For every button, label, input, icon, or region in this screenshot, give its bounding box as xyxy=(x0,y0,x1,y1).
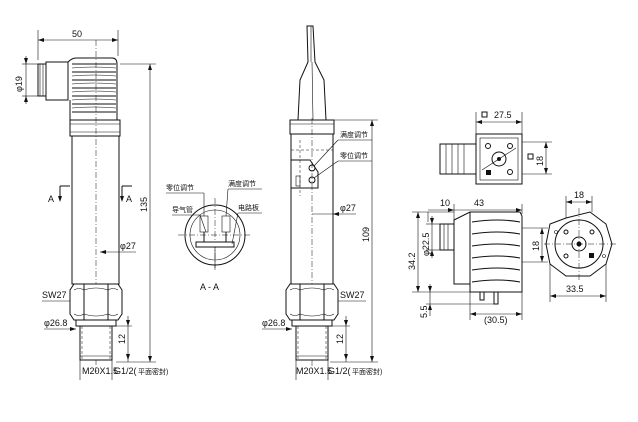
front-collar xyxy=(69,119,121,137)
section-title: A - A xyxy=(200,282,219,292)
front-thread-spec-label: M20X1.5 xyxy=(82,366,118,376)
front-thread-length-label: 12 xyxy=(117,334,127,344)
front-thread-spec: M20X1.5 G1/2( 平面密封) xyxy=(79,360,168,380)
connector-top-width-dimension: 27.5 xyxy=(475,110,523,134)
front-section-mark-left: A xyxy=(48,194,54,204)
front-shoulder-label: φ26.8 xyxy=(44,318,67,328)
front-body-dia-label: φ27 xyxy=(120,241,136,251)
side-shoulder-label: φ26.8 xyxy=(262,318,285,328)
side-view: 满度调节 零位调节 φ27 xyxy=(262,25,382,380)
side-zero-adjust-label: 零位调节 xyxy=(340,151,368,160)
front-body-dia-dimension: φ27 xyxy=(100,241,136,254)
connector-side-base-dimension: (30.5) xyxy=(469,292,523,325)
front-height-dimension: 135 xyxy=(116,63,156,363)
connector-side-dia-dimension: φ22.5 xyxy=(421,216,440,258)
front-pipe-thread-note: 平面密封) xyxy=(138,367,168,376)
front-shoulder-dimension: φ26.8 xyxy=(44,318,76,331)
connector-side-base-label: (30.5) xyxy=(484,315,508,325)
front-pipe-thread-label: G1/2( xyxy=(114,366,137,376)
side-pipe-thread-note: 平面密封) xyxy=(352,367,382,376)
connector-side-bottom-label: 5.5 xyxy=(419,305,429,318)
front-section-marks: A A xyxy=(48,185,132,204)
side-thread-spec-label: M20X1.5 xyxy=(296,366,332,376)
section-span-adjust-label: 满度调节 xyxy=(228,179,256,188)
side-thread xyxy=(295,325,329,361)
connector-top-width-label: 27.5 xyxy=(494,110,512,120)
section-zero-adjust-label: 零位调节 xyxy=(166,183,194,192)
connector-top-view: 27.5 18 xyxy=(439,110,552,185)
side-thread-spec: M20X1.5 G1/2( 平面密封) xyxy=(295,360,382,380)
connector-side-view: 10 43 φ22.5 34.2 5.5 xyxy=(407,198,548,325)
side-body-dia-label: φ27 xyxy=(340,203,356,213)
section-board-label: 电路板 xyxy=(238,203,259,212)
front-connector-dia-dimension: φ19 xyxy=(14,56,38,104)
front-height-label: 135 xyxy=(139,197,149,212)
side-pipe-thread-label: G1/2( xyxy=(328,366,351,376)
front-view: 50 φ19 A A φ27 xyxy=(14,29,168,380)
front-width-dimension: 50 xyxy=(37,29,119,60)
front-body xyxy=(71,135,120,285)
side-thread-length-dimension: 12 xyxy=(328,316,350,362)
front-hex-label: SW27 xyxy=(42,290,67,300)
side-shoulder-dimension: φ26.8 xyxy=(262,318,292,331)
connector-side-height-label: 34.2 xyxy=(407,252,417,270)
front-hex-nut xyxy=(69,283,123,321)
section-vent-label: 导气管 xyxy=(172,205,193,214)
front-width-label: 50 xyxy=(72,29,82,39)
connector-side-height-dimension: 34.2 xyxy=(407,211,470,293)
side-body-dia-dimension: φ27 xyxy=(312,203,356,216)
front-hex-dimension: SW27 xyxy=(42,290,70,302)
side-hex-dimension: SW27 xyxy=(338,290,366,302)
connector-side-right-label: 18 xyxy=(531,241,541,251)
connector-top-height-dimension: 18 xyxy=(522,141,552,175)
side-height-dimension: 109 xyxy=(330,119,378,363)
front-thread xyxy=(79,325,113,361)
side-hex-nut xyxy=(285,283,339,321)
connector-side-dia-label: φ22.5 xyxy=(421,233,431,256)
connector-side-right-dimension: 18 xyxy=(522,227,548,263)
connector-side-bottom-dimension: 5.5 xyxy=(419,284,494,318)
front-connector xyxy=(37,57,118,121)
connector-side-overall-label: 43 xyxy=(474,198,484,208)
side-height-label: 109 xyxy=(361,227,371,242)
connector-face-view: 18 33.5 xyxy=(544,190,616,302)
connector-side-top-dimensions: 10 43 xyxy=(427,198,523,222)
front-section-mark-right: A xyxy=(126,194,132,204)
connector-face-top-label: 18 xyxy=(574,190,584,200)
side-thread-length-label: 12 xyxy=(335,334,345,344)
side-shoulder xyxy=(291,319,333,327)
side-hex-label: SW27 xyxy=(340,290,365,300)
connector-face-bottom-label: 33.5 xyxy=(566,284,584,294)
section-view: 零位调节 满度调节 导气管 电路板 A - A xyxy=(166,179,262,292)
connector-face-bottom-dimension: 33.5 xyxy=(549,264,607,302)
connector-face-top-dimension: 18 xyxy=(565,190,593,218)
front-shoulder xyxy=(75,319,117,327)
connector-top-height-label: 18 xyxy=(535,156,545,166)
side-span-adjust-label: 满度调节 xyxy=(340,130,368,139)
section-circuit-board xyxy=(195,241,235,248)
connector-side-left-label: 10 xyxy=(440,198,450,208)
front-connector-dia-label: φ19 xyxy=(14,76,24,92)
front-thread-length-dimension: 12 xyxy=(112,316,132,362)
